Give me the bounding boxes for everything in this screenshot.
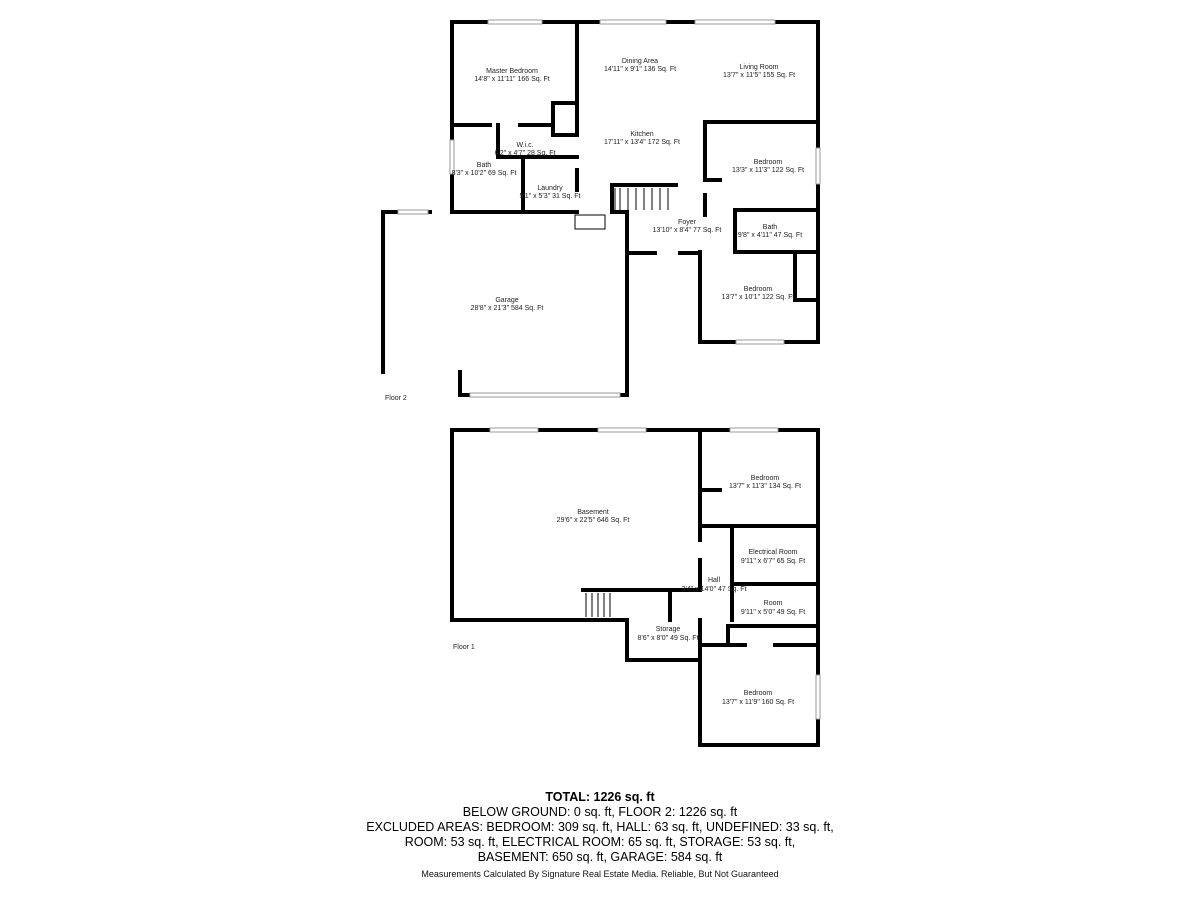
- room-dims: 8'3" x 10'2" 69 Sq. Ft: [452, 170, 517, 177]
- room-name: Bath: [763, 224, 778, 231]
- room-name: W.i.c.: [516, 142, 533, 149]
- room-dims: 14'11" x 9'1" 136 Sq. Ft: [604, 66, 676, 73]
- room-name: Foyer: [678, 219, 697, 226]
- summary-line: BASEMENT: 650 sq. ft, GARAGE: 584 sq. ft: [477, 850, 723, 864]
- floor-1-walls: [450, 427, 821, 747]
- room-name: Living Room: [740, 64, 779, 71]
- room-name: Dining Area: [622, 58, 658, 65]
- room-dims: 9'8" x 4'11" 47 Sq. Ft: [738, 232, 802, 239]
- room-dims: 13'10" x 8'4" 77 Sq. Ft: [653, 227, 722, 234]
- room-name: Master Bedroom: [486, 68, 538, 75]
- room-dims: 17'11" x 13'4" 172 Sq. Ft: [604, 139, 680, 146]
- room-dims: 3'4" x 14'0" 47 Sq. Ft: [682, 586, 747, 593]
- summary-line: BELOW GROUND: 0 sq. ft, FLOOR 2: 1226 sq…: [462, 805, 738, 819]
- summary-line: ROOM: 53 sq. ft, ELECTRICAL ROOM: 65 sq.…: [404, 835, 796, 849]
- floor-2-label: Floor 2: [385, 395, 407, 402]
- floor-2-walls: [381, 19, 821, 398]
- room-dims: 9'11" x 5'0" 49 Sq. Ft: [741, 609, 805, 616]
- room-dims: 6'2" x 4'7" 28 Sq. Ft: [495, 150, 556, 157]
- room-name: Hall: [708, 577, 721, 584]
- floor-1-labels: Bedroom 13'7" x 11'3" 134 Sq. Ft Basemen…: [453, 475, 805, 706]
- room-dims: 13'7" x 11'5" 155 Sq. Ft: [723, 72, 795, 79]
- room-dims: 9'11" x 6'7" 65 Sq. Ft: [741, 558, 805, 565]
- room-name: Bedroom: [744, 690, 773, 697]
- room-dims: 14'8" x 11'11" 166 Sq. Ft: [474, 76, 550, 83]
- room-name: Kitchen: [630, 131, 653, 138]
- room-dims: 8'6" x 8'0" 49 Sq. Ft: [638, 635, 699, 642]
- room-name: Basement: [577, 509, 609, 516]
- room-name: Storage: [656, 626, 681, 633]
- credit-text: Measurements Calculated By Signature Rea…: [421, 869, 779, 879]
- room-name: Electrical Room: [748, 549, 797, 556]
- room-dims: 13'3" x 11'3" 122 Sq. Ft: [732, 167, 804, 174]
- area-summary: TOTAL: 1226 sq. ft BELOW GROUND: 0 sq. f…: [0, 790, 1200, 865]
- summary-line: EXCLUDED AREAS: BEDROOM: 309 sq. ft, HAL…: [366, 820, 834, 834]
- floor-1-label: Floor 1: [453, 644, 475, 651]
- room-name: Bedroom: [751, 475, 780, 482]
- room-name: Laundry: [537, 185, 563, 192]
- room-name: Bedroom: [754, 159, 783, 166]
- room-name: Garage: [495, 297, 518, 304]
- room-dims: 28'8" x 21'3" 584 Sq. Ft: [471, 305, 544, 312]
- floor-2-labels: Master Bedroom 14'8" x 11'11" 166 Sq. Ft…: [385, 58, 804, 402]
- room-dims: 29'6" x 22'5" 646 Sq. Ft: [557, 517, 630, 524]
- room-dims: 13'7" x 10'1" 122 Sq. Ft: [722, 294, 795, 301]
- floor-plan: Master Bedroom 14'8" x 11'11" 166 Sq. Ft…: [381, 19, 821, 747]
- room-dims: 13'7" x 11'3" 134 Sq. Ft: [729, 483, 801, 490]
- total-area: TOTAL: 1226 sq. ft: [545, 790, 655, 804]
- room-dims: 5'1" x 5'3" 31 Sq. Ft: [520, 193, 581, 200]
- room-name: Room: [764, 600, 783, 607]
- room-name: Bath: [477, 162, 492, 169]
- room-dims: 13'7" x 11'9" 160 Sq. Ft: [722, 699, 794, 706]
- room-name: Bedroom: [744, 286, 773, 293]
